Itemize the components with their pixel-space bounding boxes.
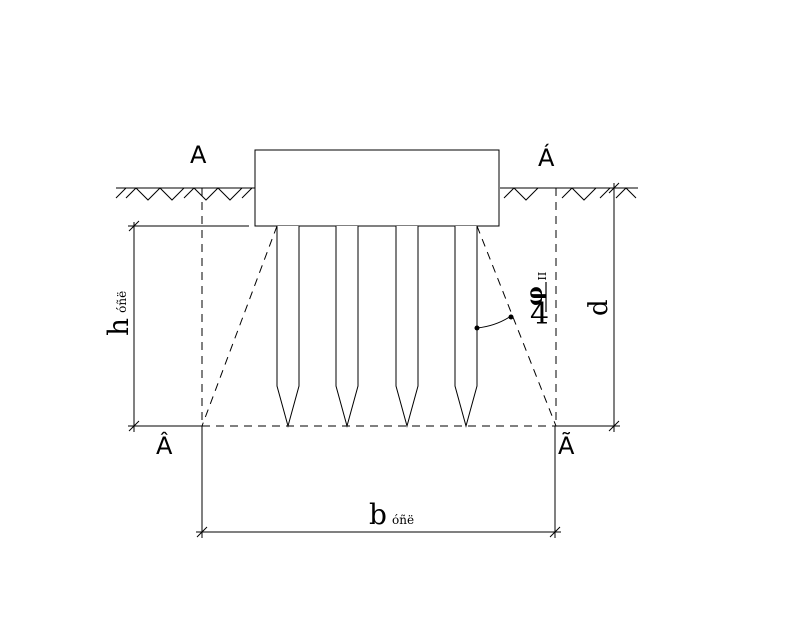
pile-3 xyxy=(395,226,419,428)
angle-arc-dot-start xyxy=(474,325,480,331)
depth-tick-top xyxy=(608,182,620,194)
angle-arc-dot-end xyxy=(508,314,514,320)
piles xyxy=(276,226,478,428)
width-dimension xyxy=(196,426,561,538)
pile-cap xyxy=(254,149,500,227)
pile-1 xyxy=(276,226,300,428)
width-label-main: b xyxy=(369,498,387,531)
corner-label-top-left: A xyxy=(190,141,207,169)
width-label: b óñë xyxy=(369,498,414,531)
svg-text:d: d xyxy=(584,299,614,316)
pile-2 xyxy=(335,226,359,428)
width-tick-right xyxy=(549,526,561,538)
height-label: h óñë xyxy=(102,291,135,336)
corner-label-bottom-right: Ã xyxy=(558,430,575,460)
dashed-slope-right xyxy=(476,225,557,427)
width-tick-left xyxy=(196,526,208,538)
height-label-main: h xyxy=(102,318,135,336)
dashed-slope-left xyxy=(201,225,278,427)
corner-label-bottom-left: Â xyxy=(156,431,173,460)
conditional-foundation xyxy=(201,188,557,427)
width-label-sub: óñë xyxy=(392,513,414,527)
ground-surface xyxy=(115,187,638,201)
angle-subscript: II xyxy=(536,272,549,281)
angle-denominator: 4 xyxy=(530,297,549,332)
depth-dimension xyxy=(556,182,620,432)
height-tick-bottom xyxy=(128,420,140,432)
corner-label-top-right: Á xyxy=(538,143,555,172)
depth-tick-bottom xyxy=(608,420,620,432)
height-dimension xyxy=(128,220,249,432)
angle-annotation xyxy=(474,314,514,331)
svg-text:h óñë: h óñë xyxy=(102,291,135,336)
pile-4 xyxy=(454,226,478,428)
angle-arc xyxy=(476,315,512,329)
svg-text:φ II: φ II xyxy=(522,272,549,306)
height-label-sub: óñë xyxy=(115,291,129,313)
angle-numerator: φ xyxy=(522,286,548,306)
ground-hatch-right xyxy=(503,187,637,201)
depth-label: d xyxy=(584,299,614,316)
height-tick-top xyxy=(128,220,140,232)
angle-fraction-label: φ II xyxy=(522,272,549,312)
ground-hatch-left xyxy=(115,187,253,201)
